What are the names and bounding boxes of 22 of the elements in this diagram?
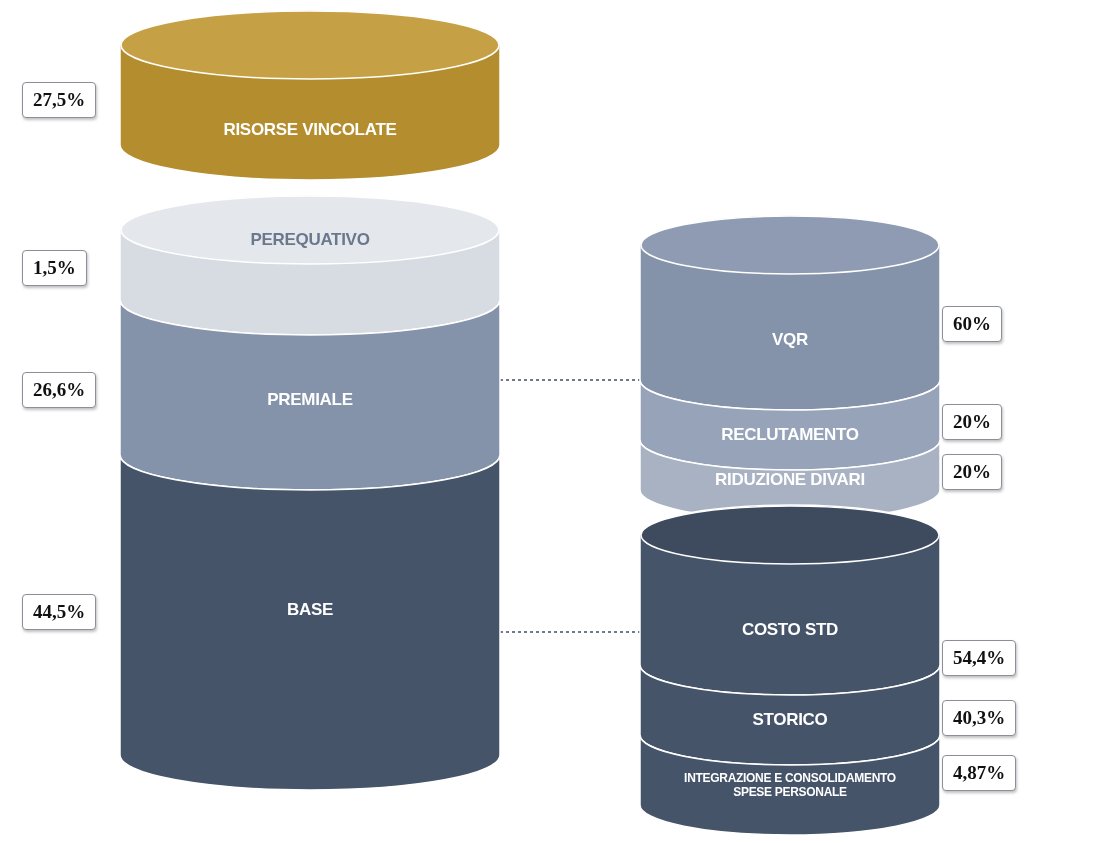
cylinder-label: RIDUZIONE DIVARI <box>715 470 865 490</box>
percentage-label: 26,6% <box>22 372 97 408</box>
cylinder-label: COSTO STD <box>741 620 839 640</box>
percentage-label: 40,3% <box>942 700 1017 736</box>
dotted-connector <box>499 631 641 633</box>
percentage-label: 44,5% <box>22 594 97 630</box>
percentage-label: 1,5% <box>22 250 87 286</box>
cylinder-label: STORICO <box>752 710 828 730</box>
percentage-label: 20% <box>942 404 1002 440</box>
cylinder-label: PREMIALE <box>267 390 353 410</box>
percentage-label: 54,4% <box>942 640 1017 676</box>
cylinder-label: INTEGRAZIONE E CONSOLIDAMENTO SPESE PERSONALE <box>683 771 897 799</box>
percentage-label: 27,5% <box>22 82 97 118</box>
cylinder-label: PEREQUATIVO <box>250 230 370 250</box>
percentage-label: 60% <box>942 306 1002 342</box>
percentage-label: 20% <box>942 454 1002 490</box>
percentage-label: 4,87% <box>942 755 1017 791</box>
cylinder-label: RISORSE VINCOLATE <box>223 120 397 140</box>
cylinder-label: VQR <box>772 330 808 350</box>
dotted-connector <box>499 379 641 381</box>
cylinder-label: BASE <box>286 600 333 620</box>
cylinder-label: RECLUTAMENTO <box>721 425 859 445</box>
